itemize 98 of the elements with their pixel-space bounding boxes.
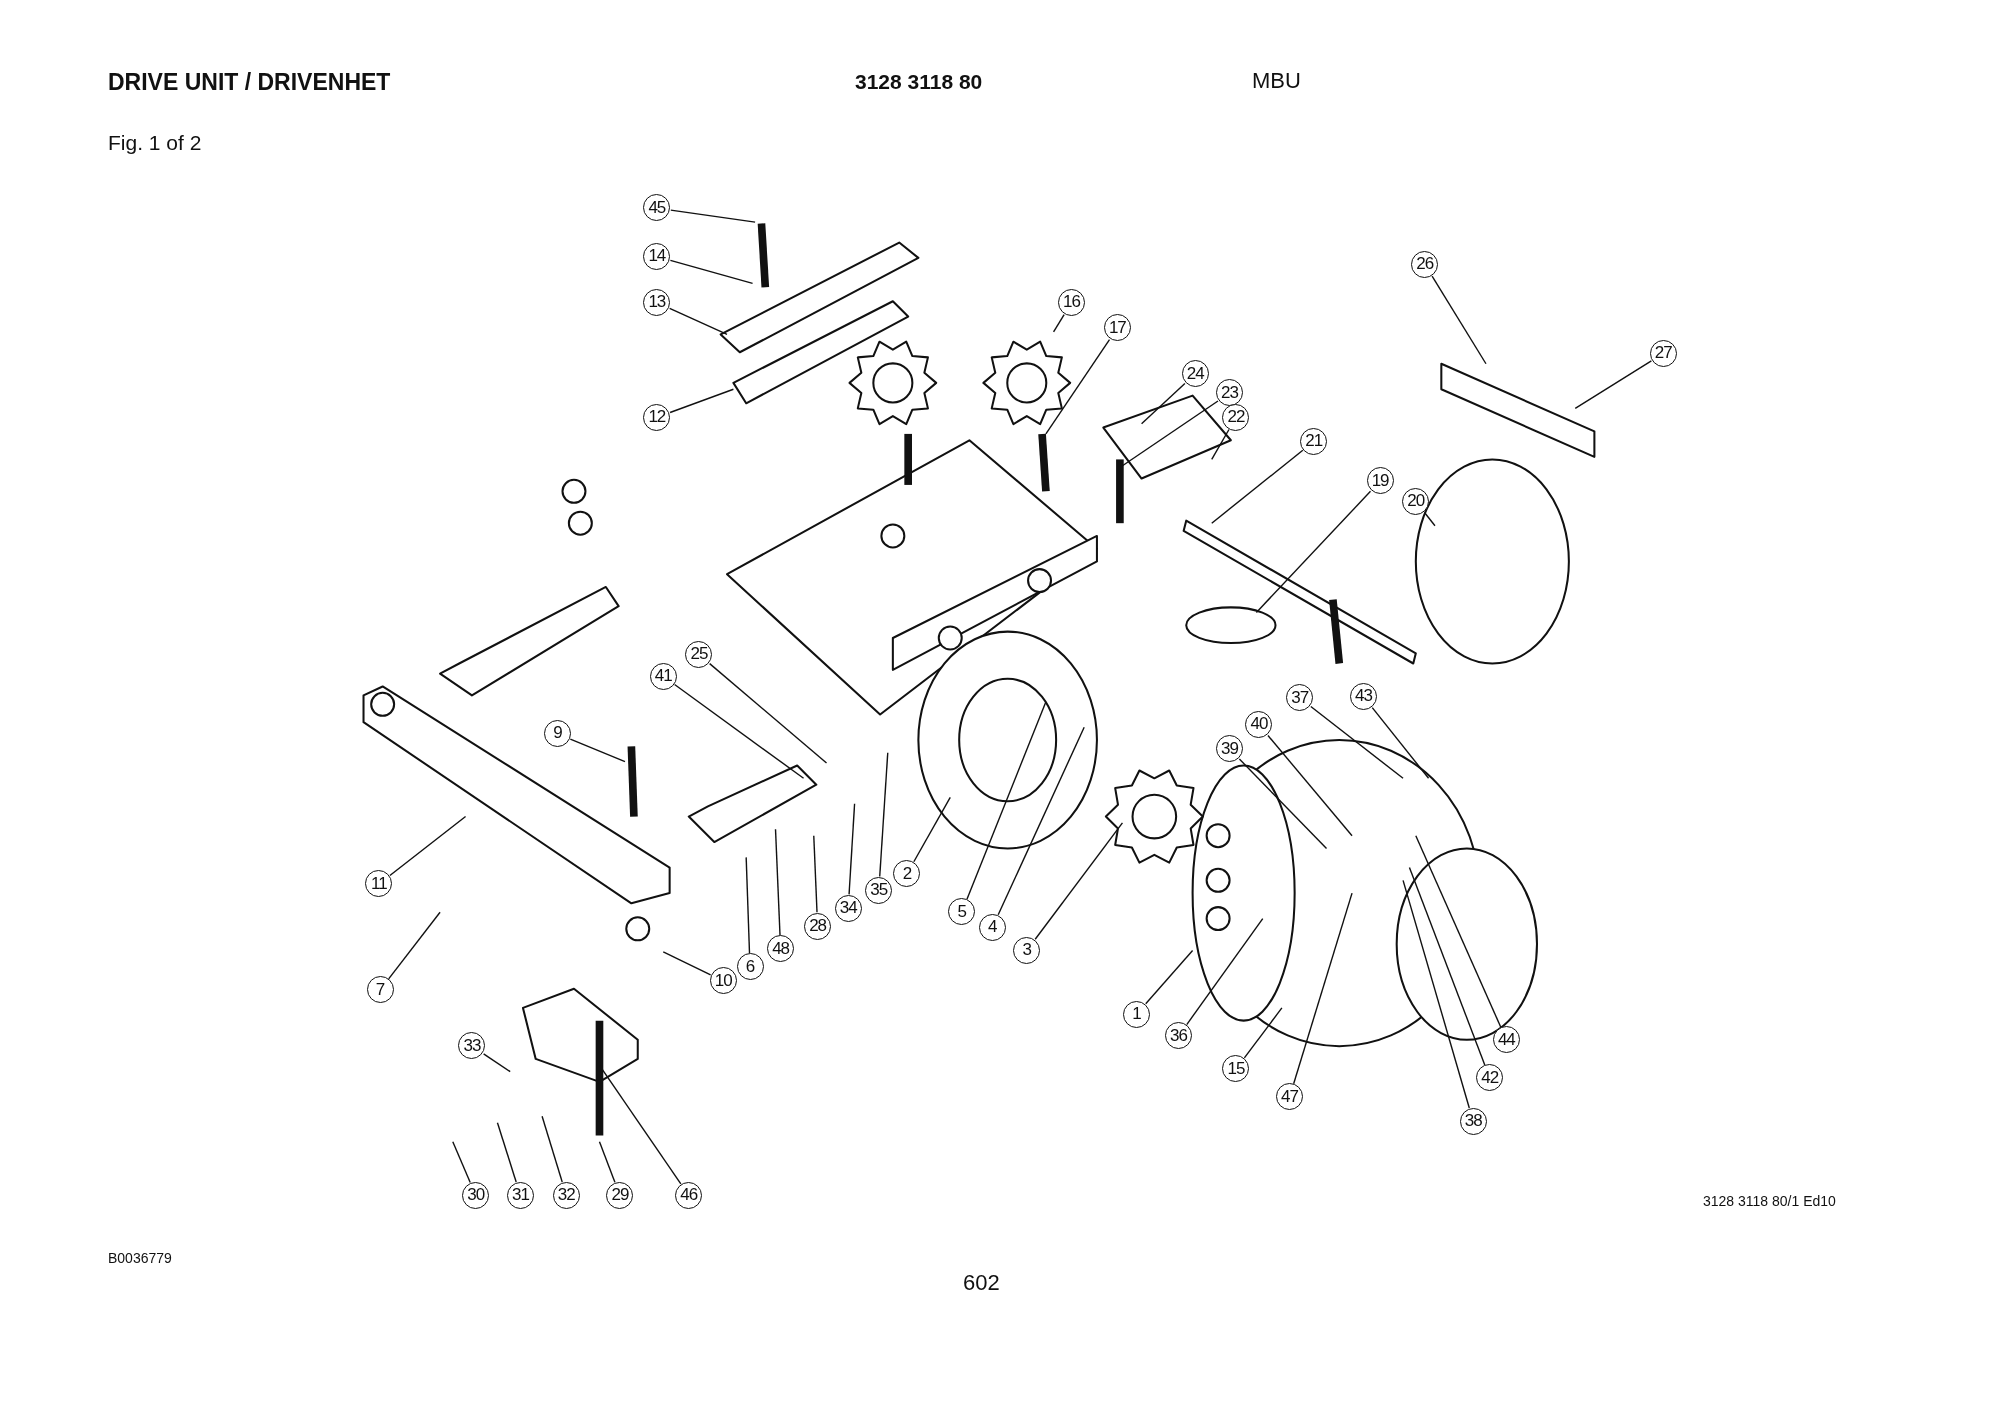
leader-line — [387, 911, 441, 980]
leader-line — [1423, 511, 1436, 527]
callout-number: 39 — [1216, 735, 1244, 763]
leader-line — [1211, 449, 1304, 524]
leader-line — [670, 209, 756, 223]
leader-line — [452, 1141, 471, 1184]
leader-line — [598, 1141, 616, 1183]
leader-line — [997, 726, 1085, 916]
leader-line — [1402, 879, 1470, 1109]
leader-line — [1238, 758, 1328, 850]
callout-number: 16 — [1057, 288, 1085, 316]
leader-line — [662, 951, 712, 976]
part-number: 3128 3118 80 — [855, 70, 983, 94]
leader-line — [669, 388, 735, 414]
leader-line — [1255, 490, 1372, 614]
callout-number: 21 — [1300, 427, 1328, 455]
callout-number: 13 — [643, 288, 671, 316]
drawing-number: B0036779 — [108, 1250, 172, 1266]
leader-line — [1243, 1007, 1283, 1059]
callout-number: 12 — [643, 403, 671, 431]
callout-number: 17 — [1103, 314, 1131, 342]
leader-line — [669, 259, 754, 285]
leader-line — [1267, 734, 1353, 837]
callout-number: 11 — [365, 870, 393, 898]
model-code: MBU — [1252, 68, 1301, 94]
leader-line — [745, 856, 751, 954]
callout-number: 35 — [865, 876, 893, 904]
leader-line — [813, 835, 818, 913]
edition-note: 3128 3118 80/1 Ed10 — [1703, 1193, 1836, 1209]
callout-number: 4 — [978, 913, 1006, 941]
callout-number: 20 — [1402, 487, 1430, 515]
leader-line — [1140, 382, 1186, 425]
callout-number: 33 — [458, 1032, 486, 1060]
callout-number: 25 — [685, 640, 713, 668]
callout-number: 38 — [1459, 1107, 1487, 1135]
callout-number: 46 — [675, 1181, 703, 1209]
callout-number: 5 — [948, 898, 976, 926]
leader-line — [848, 803, 856, 896]
callout-number: 29 — [606, 1181, 634, 1209]
leader-line — [708, 662, 828, 764]
drawing-title: DRIVE UNIT / DRIVENHET — [108, 69, 391, 96]
callout-number: 28 — [804, 912, 832, 940]
callout-number: 7 — [366, 976, 394, 1004]
callout-number: 34 — [834, 894, 862, 922]
leader-line — [966, 701, 1047, 900]
leader-line — [673, 683, 805, 779]
callout-number: 48 — [767, 935, 795, 963]
callout-number: 45 — [643, 194, 671, 222]
leader-line — [482, 1053, 511, 1073]
leader-line — [1052, 313, 1065, 333]
callout-number: 15 — [1222, 1055, 1250, 1083]
leader-line — [1034, 822, 1124, 940]
callout-number: 24 — [1181, 360, 1209, 388]
callout-number: 9 — [543, 719, 571, 747]
callout-number: 3 — [1013, 936, 1041, 964]
callout-number: 32 — [552, 1181, 580, 1209]
leader-line — [774, 828, 781, 936]
callout-number: 10 — [709, 967, 737, 995]
leader-line — [496, 1122, 517, 1183]
leader-line — [541, 1115, 563, 1183]
leader-line — [1415, 835, 1502, 1028]
leader-line — [1121, 400, 1219, 467]
callout-number: 40 — [1245, 711, 1273, 738]
callout-number: 6 — [736, 953, 764, 981]
callout-number: 36 — [1165, 1022, 1193, 1050]
leader-line — [1292, 892, 1353, 1085]
leader-line — [1310, 705, 1404, 779]
callout-number: 23 — [1216, 379, 1244, 407]
callout-number: 42 — [1476, 1064, 1504, 1092]
leader-line — [569, 738, 626, 763]
leader-line — [1371, 706, 1430, 779]
leader-line — [879, 752, 889, 878]
callout-number: 19 — [1366, 467, 1394, 495]
leader-line — [1431, 275, 1487, 365]
callout-number: 2 — [893, 860, 921, 888]
leader-line — [668, 307, 728, 336]
leader-line — [1045, 338, 1111, 435]
callout-number: 37 — [1286, 684, 1314, 712]
callout-number: 44 — [1492, 1026, 1520, 1054]
callout-number: 41 — [649, 662, 677, 690]
leader-line — [1574, 360, 1653, 410]
callout-number: 22 — [1222, 403, 1250, 431]
callout-number: 47 — [1276, 1083, 1304, 1111]
callout-number: 30 — [462, 1181, 490, 1209]
leader-line — [1145, 949, 1194, 1005]
leader-line — [389, 815, 467, 877]
leader-line — [1211, 428, 1230, 461]
leader-line — [1408, 866, 1486, 1066]
callout-number: 27 — [1649, 339, 1677, 367]
callout-number: 31 — [506, 1181, 534, 1209]
callout-number: 1 — [1122, 1000, 1150, 1028]
callout-number: 43 — [1350, 682, 1377, 710]
leader-line — [913, 796, 951, 863]
leader-line — [1186, 917, 1264, 1026]
figure-number: Fig. 1 of 2 — [108, 131, 202, 155]
callout-number: 26 — [1411, 250, 1439, 278]
page-number: 602 — [963, 1270, 1000, 1296]
callout-number: 14 — [643, 242, 671, 270]
